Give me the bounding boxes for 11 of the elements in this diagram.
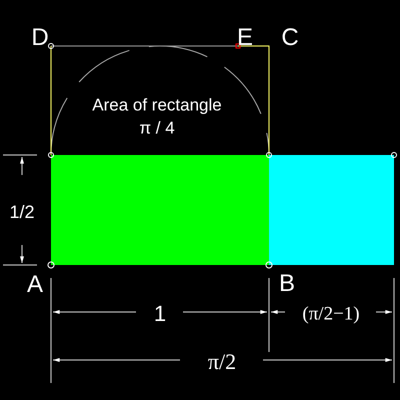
point-label: B xyxy=(279,272,295,296)
dimension-text: π/2 xyxy=(208,351,236,373)
area-value: π / 4 xyxy=(139,120,175,136)
point-label: C xyxy=(281,26,299,50)
point-label: A xyxy=(27,273,43,297)
dimension-text: 1 xyxy=(154,303,166,325)
point-label: D xyxy=(31,26,49,50)
area-label: Area of rectangle xyxy=(92,96,222,114)
point-label: E xyxy=(237,26,253,50)
dimension-text: 1/2 xyxy=(9,203,35,221)
dimension-text: (π/2−1) xyxy=(302,304,360,324)
